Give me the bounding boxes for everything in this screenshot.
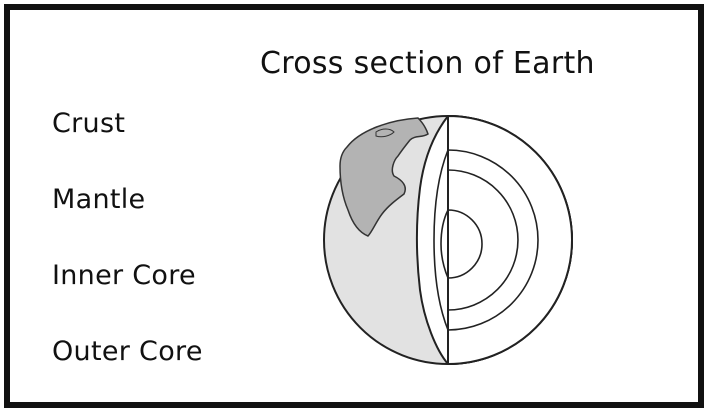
label-outer-core: Outer Core xyxy=(52,336,203,367)
label-crust: Crust xyxy=(52,108,126,139)
label-mantle: Mantle xyxy=(52,184,146,215)
continent-island xyxy=(375,128,395,138)
continent-landmass xyxy=(339,117,429,237)
inner-core xyxy=(440,209,483,279)
cutaway-right-face xyxy=(447,114,573,366)
label-inner-core: Inner Core xyxy=(52,260,196,291)
mantle-boundary xyxy=(433,149,539,331)
outer-core-boundary xyxy=(447,169,519,311)
diagram-title: Cross section of Earth xyxy=(260,46,595,81)
earth-cross-section-illustration xyxy=(323,114,573,366)
diagram-frame: Cross section of Earth Crust Mantle Inne… xyxy=(4,4,704,408)
